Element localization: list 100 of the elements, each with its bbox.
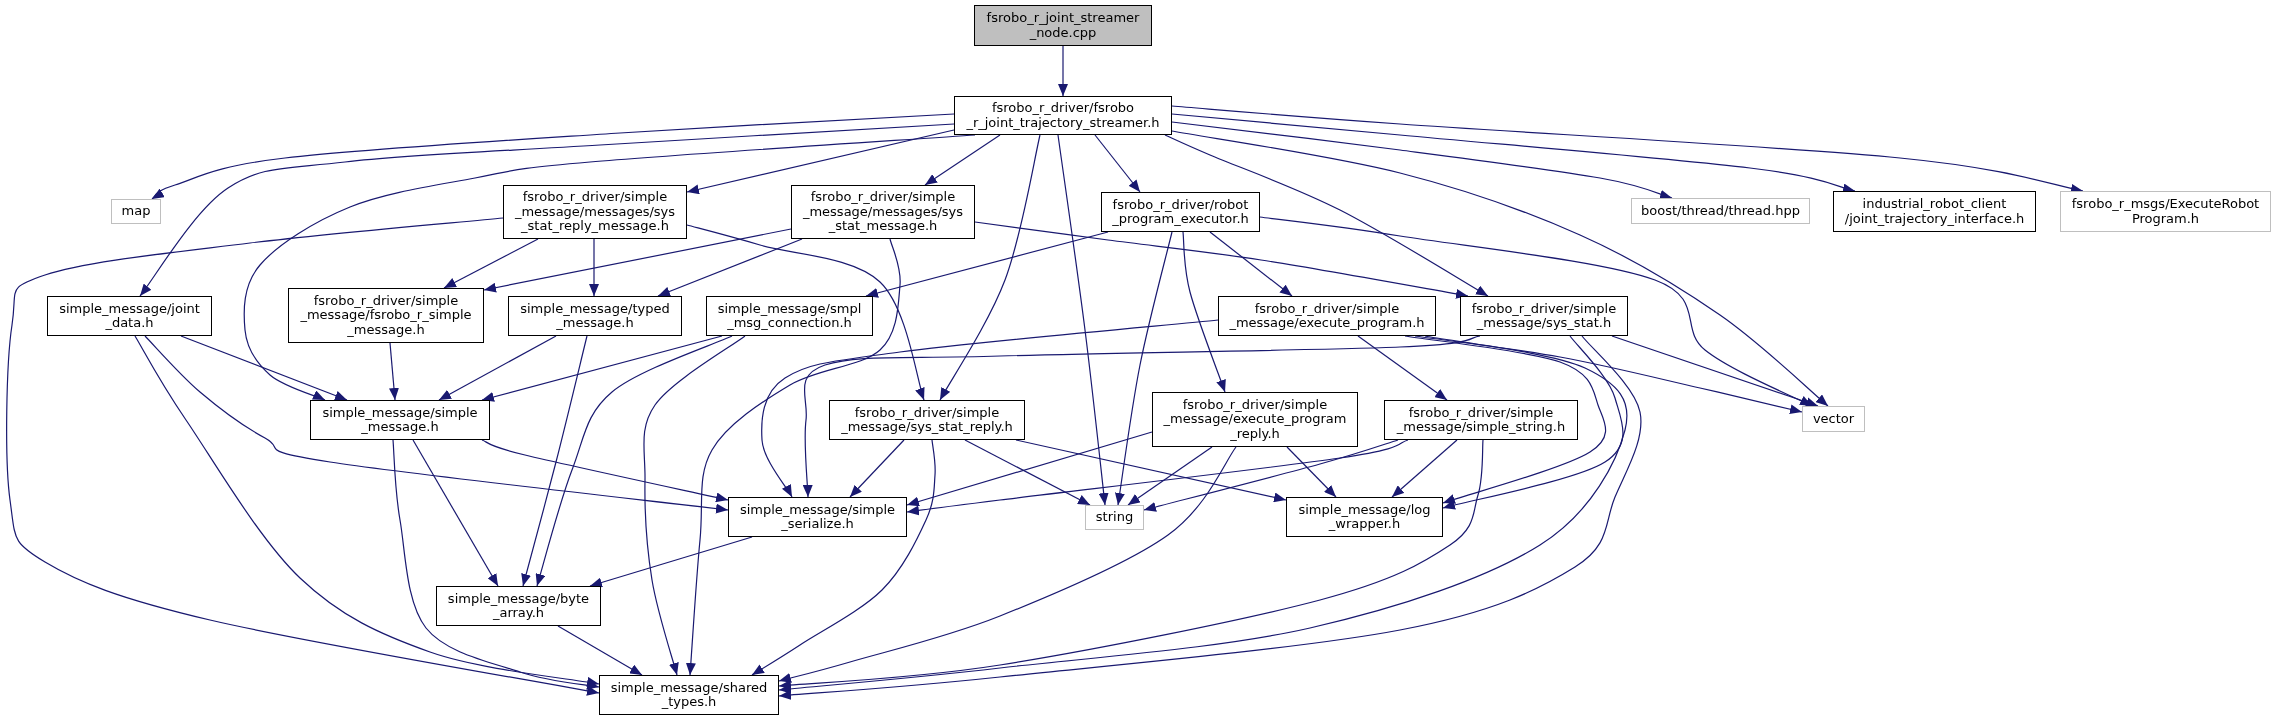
dependency-arrow — [1143, 439, 1399, 512]
dependency-arrow — [1611, 335, 1819, 407]
dependency-arrow — [964, 439, 1091, 506]
dependency-arrow — [849, 439, 905, 498]
file-name: fsrobo_r_driver/simple _message/sys_stat.h — [1471, 301, 1617, 331]
file-name: fsrobo_r_driver/simple _message/messages/sys _stat_reply_message.h — [514, 190, 676, 234]
dependency-arrow — [924, 134, 1001, 186]
dependency-arrow — [906, 431, 1153, 507]
file-name: string — [1095, 510, 1134, 525]
external-header-node — [2060, 191, 2271, 232]
dependency-arrow — [481, 335, 723, 402]
file-name: fsrobo_r_msgs/ExecuteRobot Program.h — [2071, 197, 2260, 226]
file-name: fsrobo_r_driver/robot _program_executor.h — [1112, 197, 1249, 227]
dependency-arrow — [1286, 446, 1337, 498]
file-name: fsrobo_r_driver/simple _message/execute_program _reply.h — [1163, 397, 1347, 442]
dependency-arrow — [1171, 113, 1856, 193]
dependency-arrow — [1094, 134, 1141, 193]
dependency-arrow — [761, 319, 1219, 498]
header-file-node — [599, 675, 779, 715]
dependency-arrow — [388, 342, 399, 401]
dependency-arrow — [1127, 446, 1213, 506]
dependency-arrow — [657, 238, 803, 297]
header-file-node — [503, 185, 687, 239]
file-name: simple_message/simple _serialize.h — [739, 502, 896, 532]
header-file-node — [310, 400, 490, 440]
dependency-arrow — [685, 238, 901, 676]
header-file-node — [47, 296, 212, 336]
header-file-node — [1384, 400, 1578, 440]
dependency-arrow — [144, 335, 729, 514]
dependency-arrow — [392, 439, 600, 690]
header-file-node — [954, 96, 1172, 135]
file-name: fsrobo_r_driver/simple _message/sys_stat_reply.h — [841, 405, 1013, 435]
file-name: simple_message/smpl _msg_connection.h — [717, 301, 862, 331]
dependency-arrow — [1058, 45, 1068, 97]
dependency-arrow — [1357, 335, 1448, 401]
file-name: fsrobo_r_driver/simple _message/simple_string.h — [1396, 405, 1566, 435]
header-file-node — [1286, 497, 1443, 537]
header-file-node — [1218, 296, 1436, 336]
dependency-arrow — [802, 335, 1481, 498]
file-name: simple_message/log _wrapper.h — [1298, 502, 1431, 532]
external-header-node — [1802, 406, 1865, 432]
dependency-arrow — [535, 335, 733, 587]
dependency-arrow — [686, 224, 926, 401]
external-header-node — [111, 199, 161, 224]
dependency-arrow — [1209, 231, 1293, 297]
dependency-arrow — [139, 123, 955, 297]
dependency-arrow — [412, 439, 499, 587]
dependency-arrow — [589, 536, 753, 588]
dependency-arrow — [6, 217, 600, 696]
dependency-arrow — [1171, 121, 1673, 200]
dependency-arrow — [1057, 134, 1109, 506]
header-file-node — [791, 185, 975, 239]
file-name: fsrobo_r_driver/simple _message/fsrobo_r_simple _message.h — [300, 293, 472, 338]
dependency-arrow — [151, 113, 955, 200]
dependency-arrow — [778, 439, 1484, 690]
file-name: simple_message/byte _array.h — [447, 591, 590, 621]
header-file-node — [508, 296, 682, 336]
dependency-arrow — [686, 129, 955, 195]
header-file-node — [1460, 296, 1628, 336]
external-header-node — [1631, 198, 1810, 224]
dependency-arrow — [1182, 231, 1226, 393]
file-name: boost/thread/thread.hpp — [1641, 203, 1800, 219]
dependency-arrow — [438, 335, 557, 401]
file-name: vector — [1812, 411, 1855, 427]
dependency-arrow — [865, 231, 1109, 298]
header-file-node — [436, 586, 601, 626]
dependency-arrow — [974, 221, 1469, 299]
header-file-node — [829, 400, 1025, 440]
source-file-node — [974, 5, 1152, 46]
header-file-node — [1833, 191, 2036, 232]
file-name: fsrobo_r_driver/simple _message/messages/sys _stat_message.h — [802, 190, 964, 234]
file-name: fsrobo_r_driver/simple _message/execute_program.h — [1229, 301, 1425, 331]
dependency-arrow — [1114, 231, 1173, 506]
dependency-arrow — [1391, 439, 1458, 498]
dependency-arrow — [521, 335, 588, 587]
dependency-arrow — [483, 228, 792, 293]
file-name: industrial_robot_client /joint_trajectory_interface.h — [1844, 197, 2025, 226]
header-file-node — [1152, 392, 1358, 447]
dependency-arrow — [778, 446, 1237, 683]
header-file-node — [1101, 192, 1260, 232]
dependency-arrow — [1442, 335, 1624, 510]
dependency-arrow — [443, 238, 539, 289]
file-name: simple_message/joint _data.h — [59, 301, 200, 331]
dependency-arrow — [481, 439, 729, 503]
file-name: simple_message/simple _message.h — [322, 405, 478, 435]
dependency-arrow — [906, 439, 1409, 516]
file-name: simple_message/shared _types.h — [610, 680, 768, 710]
external-header-node — [1085, 505, 1144, 530]
dependency-arrow — [643, 335, 746, 676]
dependency-arrow — [751, 439, 936, 676]
header-file-node — [728, 497, 907, 537]
file-name: simple_message/typed _message.h — [520, 301, 670, 331]
file-name: map — [121, 204, 151, 219]
file-name: fsrobo_r_joint_streamer _node.cpp — [986, 11, 1140, 40]
dependency-arrow — [1164, 134, 1489, 297]
file-name: fsrobo_r_driver/fsrobo _r_joint_trajectory_streamer.h — [966, 101, 1160, 130]
header-file-node — [706, 296, 873, 336]
dependency-arrow — [134, 335, 600, 687]
dependency-arrow — [557, 625, 643, 676]
header-file-node — [288, 288, 484, 343]
